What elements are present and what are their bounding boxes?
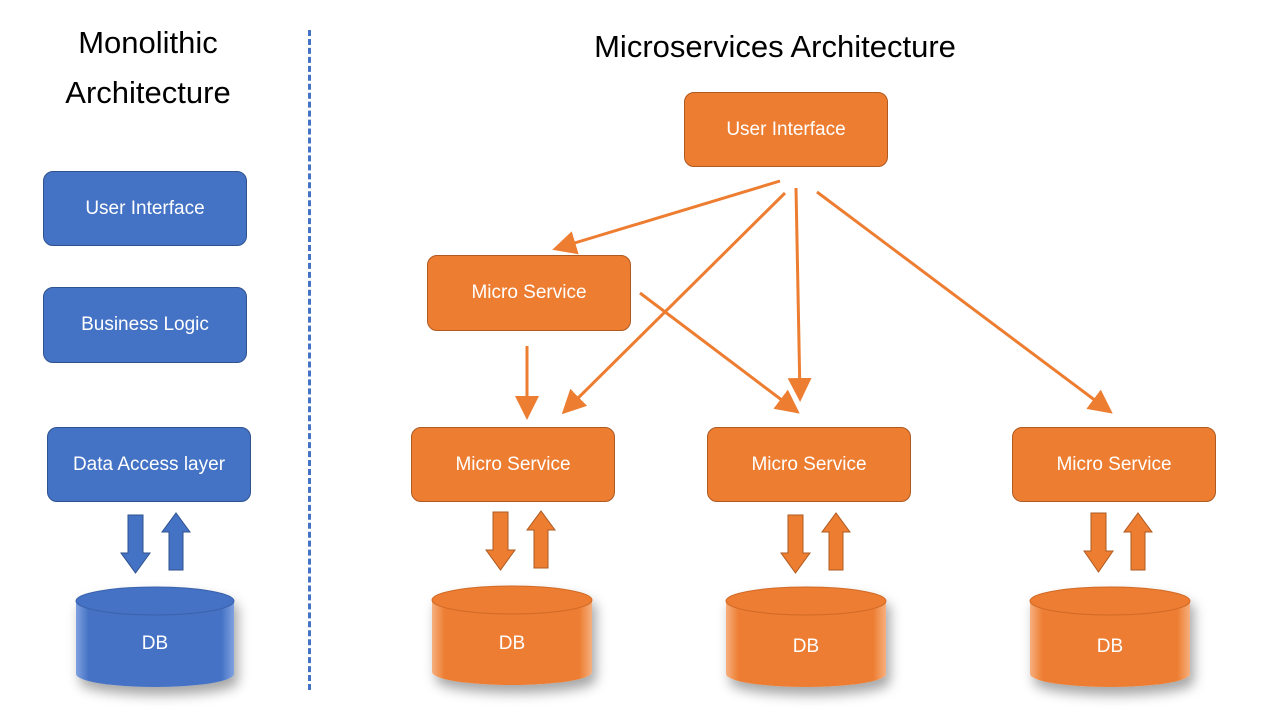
micro-service-label: Micro Service bbox=[455, 453, 571, 475]
micro-service-label: Micro Service bbox=[1056, 453, 1172, 475]
micro-service-label: Micro Service bbox=[751, 453, 867, 475]
monolithic-title: Monolithic Architecture bbox=[28, 18, 268, 117]
monolithic-title-line2: Architecture bbox=[65, 74, 231, 110]
mono-business-logic-box: Business Logic bbox=[43, 287, 247, 363]
mono-db-label: DB bbox=[141, 633, 169, 654]
mono-business-logic-label: Business Logic bbox=[81, 314, 209, 335]
microservices-title: Microservices Architecture bbox=[594, 29, 956, 64]
mono-down-arrow-icon bbox=[120, 514, 151, 574]
db-left-label: DB bbox=[498, 633, 526, 654]
section-divider bbox=[308, 30, 311, 690]
arrow-ui-to-service-right bbox=[816, 190, 1113, 414]
micro-service-box-middle: Micro Service bbox=[707, 427, 911, 502]
arrow-ui-to-service-middle bbox=[787, 187, 812, 402]
db-right-icon bbox=[1029, 586, 1191, 687]
micro-user-interface-label: User Interface bbox=[726, 118, 846, 140]
db-left-icon bbox=[431, 585, 593, 685]
mono-user-interface-label: User Interface bbox=[85, 197, 205, 219]
arrow-ui-to-service-left bbox=[561, 191, 787, 415]
micro-service-box-top: Micro Service bbox=[427, 255, 631, 331]
db-right-label: DB bbox=[1096, 636, 1124, 657]
mono-up-arrow-icon bbox=[161, 512, 191, 571]
mono-data-access-box: Data Access layer bbox=[47, 427, 251, 502]
arrow-service-top-to-middle bbox=[639, 291, 800, 414]
middle-down-arrow-icon bbox=[780, 514, 811, 574]
micro-user-interface-box: User Interface bbox=[684, 92, 888, 167]
mono-database-icon bbox=[75, 586, 235, 687]
middle-up-arrow-icon bbox=[821, 512, 851, 571]
micro-service-box-right: Micro Service bbox=[1012, 427, 1216, 502]
arrow-ui-to-service-top bbox=[552, 179, 781, 255]
right-up-arrow-icon bbox=[1123, 512, 1153, 571]
left-down-arrow-icon bbox=[485, 511, 516, 571]
left-up-arrow-icon bbox=[526, 510, 556, 569]
micro-service-box-left: Micro Service bbox=[411, 427, 615, 502]
monolithic-title-line1: Monolithic bbox=[78, 25, 218, 60]
mono-data-access-label: Data Access layer bbox=[72, 453, 226, 475]
db-middle-label: DB bbox=[792, 636, 820, 657]
db-middle-icon bbox=[725, 586, 887, 687]
right-down-arrow-icon bbox=[1083, 512, 1114, 573]
micro-service-label: Micro Service bbox=[471, 282, 587, 303]
mono-user-interface-box: User Interface bbox=[43, 171, 247, 246]
